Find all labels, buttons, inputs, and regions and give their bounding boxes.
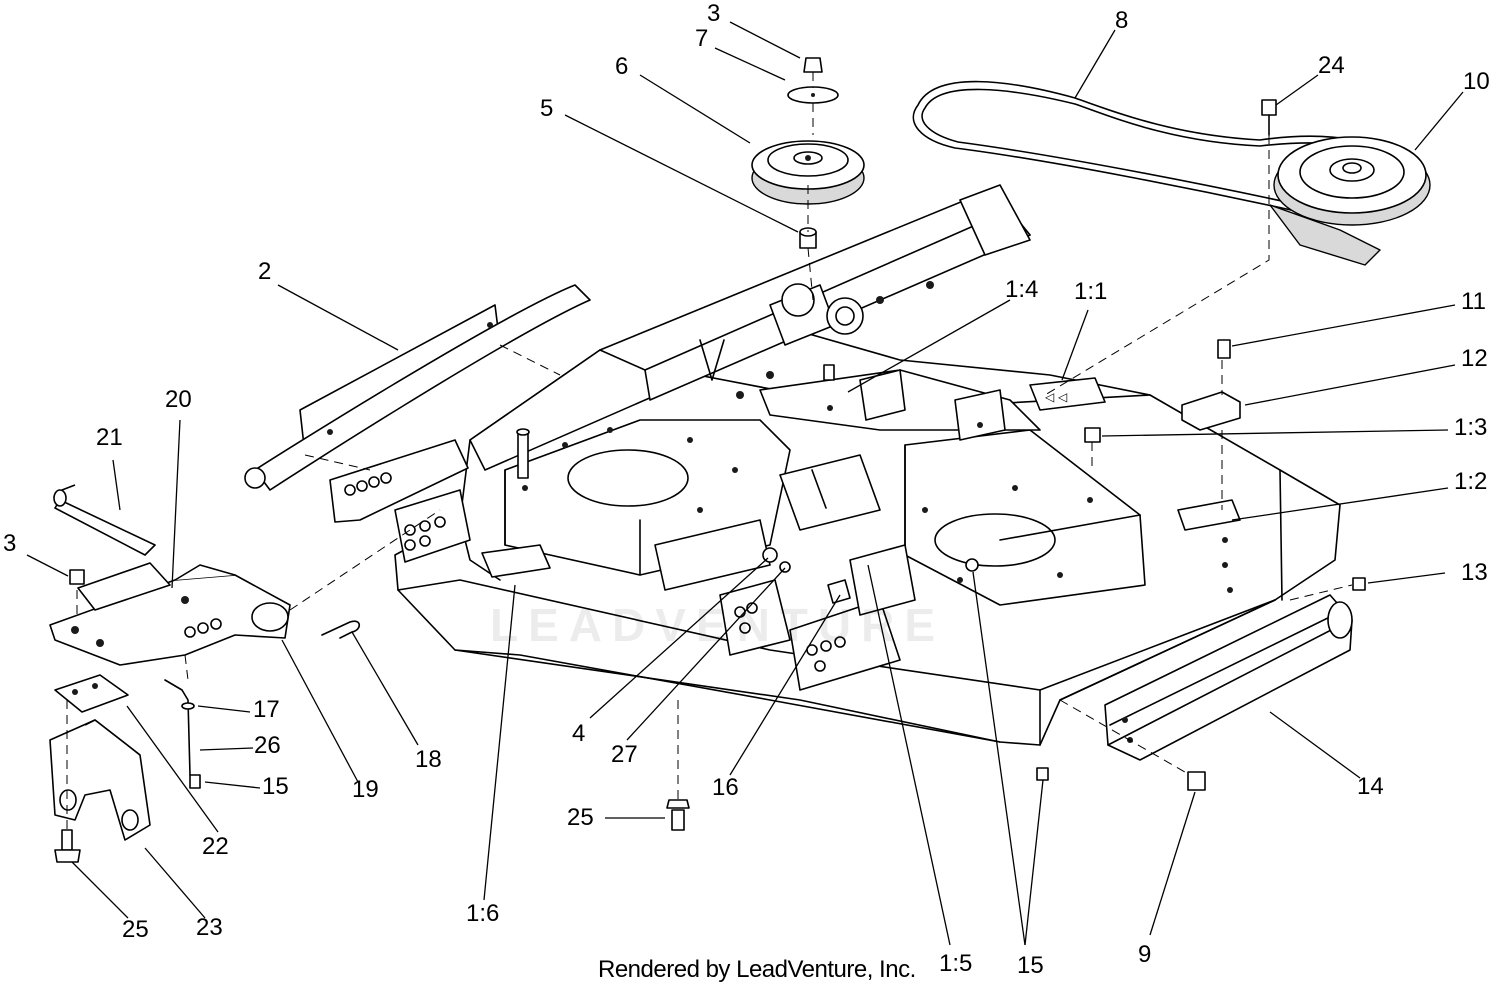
- callout-27: 27: [611, 741, 638, 768]
- callout-12: 12: [1461, 345, 1488, 372]
- callout-19: 19: [352, 776, 379, 803]
- callout-10: 10: [1463, 68, 1490, 95]
- callout-15-bottom: 15: [1017, 952, 1044, 979]
- hardware: [61, 364, 1049, 831]
- callout-1-6: 1:6: [466, 900, 500, 927]
- callout-3-top: 3: [707, 0, 721, 27]
- callout-25-left: 25: [122, 916, 149, 943]
- lower-bracket: [49, 674, 151, 863]
- callout-21: 21: [96, 424, 123, 451]
- callout-9: 9: [1138, 941, 1152, 968]
- side-skid: [1059, 577, 1366, 791]
- callout-24: 24: [1318, 52, 1345, 79]
- callout-16: 16: [712, 774, 739, 801]
- callout-3-left: 3: [3, 530, 17, 557]
- callout-7: 7: [695, 25, 709, 52]
- watermark: LEADVENTURE: [490, 599, 946, 651]
- callout-11: 11: [1461, 288, 1486, 315]
- mount-plate: [1084, 339, 1241, 510]
- callout-18: 18: [415, 746, 442, 773]
- callout-13: 13: [1461, 559, 1488, 586]
- callout-4: 4: [572, 720, 586, 747]
- svg-text:◁ ◁: ◁ ◁: [1044, 390, 1067, 404]
- callout-lines: [26, 21, 1464, 946]
- idler-pulley: [751, 57, 865, 301]
- callout-6: 6: [615, 53, 629, 80]
- callout-23: 23: [196, 914, 223, 941]
- lift-rod-assembly: [164, 654, 201, 789]
- callout-20: 20: [165, 386, 192, 413]
- callout-17: 17: [253, 696, 280, 723]
- callout-25-center: 25: [567, 804, 594, 831]
- callout-22: 22: [202, 833, 229, 860]
- callout-1-5: 1:5: [939, 950, 973, 977]
- callout-26: 26: [254, 732, 281, 759]
- lift-frame: [469, 184, 1041, 471]
- deck-handle: [244, 284, 591, 491]
- spindle-pulley: [1044, 99, 1431, 396]
- callout-2: 2: [258, 258, 272, 285]
- callout-5: 5: [540, 95, 554, 122]
- callout-1-1: 1:1: [1074, 278, 1108, 305]
- callout-1-3: 1:3: [1454, 414, 1488, 441]
- callout-8: 8: [1115, 7, 1129, 34]
- render-credit: Rendered by LeadVenture, Inc.: [598, 956, 916, 983]
- callout-14: 14: [1357, 773, 1384, 800]
- front-lift-arm: [49, 489, 441, 666]
- callout-15-left: 15: [262, 773, 289, 800]
- callout-1-2: 1:2: [1454, 468, 1488, 495]
- front-brackets: [329, 439, 916, 691]
- callout-1-4: 1:4: [1005, 276, 1039, 303]
